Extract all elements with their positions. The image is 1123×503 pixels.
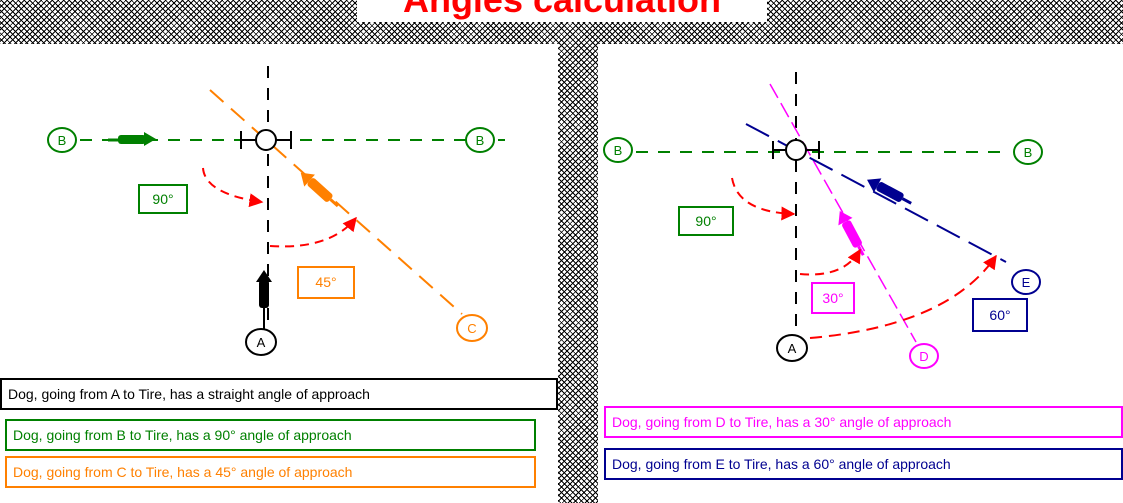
approach-line-d: [769, 83, 917, 343]
approach-line-e: [745, 123, 1007, 263]
angle-arc-b: [731, 177, 796, 221]
angle-label-90-right: 90°: [678, 206, 734, 236]
svg-text:C: C: [467, 321, 476, 336]
svg-text:D: D: [919, 349, 928, 364]
angle-arc-b: [202, 167, 264, 208]
tire-icon: [240, 129, 292, 151]
caption-d: Dog, going from D to Tire, has a 30° ang…: [604, 406, 1123, 438]
svg-text:A: A: [257, 335, 266, 350]
left-diagram: B B C A: [47, 66, 505, 356]
angle-label-90-left: 90°: [138, 184, 188, 214]
node-e: E: [1011, 269, 1041, 295]
node-a: A: [776, 334, 808, 362]
node-b-right: B: [465, 127, 495, 153]
node-b-left: B: [47, 127, 77, 153]
svg-text:B: B: [614, 143, 623, 158]
right-panel: B B E D A 90° 30° 60° Dog, going from D …: [598, 44, 1123, 503]
node-a: A: [245, 328, 277, 356]
svg-text:A: A: [788, 341, 797, 356]
node-b-left: B: [603, 137, 633, 163]
approach-line-c: [209, 89, 463, 315]
angle-label-45: 45°: [297, 266, 355, 299]
angle-label-60: 60°: [972, 298, 1028, 332]
svg-text:B: B: [476, 133, 485, 148]
caption-e: Dog, going from E to Tire, has a 60° ang…: [604, 448, 1123, 480]
dog-icon-blue: [867, 178, 912, 205]
node-d: D: [909, 343, 939, 369]
svg-text:B: B: [58, 133, 67, 148]
node-c: C: [456, 314, 488, 342]
svg-text:B: B: [1024, 145, 1033, 160]
dog-icon-green: [108, 132, 156, 146]
right-diagram: B B E D A: [603, 72, 1043, 369]
left-panel: B B C A 90° 45° Dog, going from A to Tir…: [0, 44, 558, 503]
page-title: Angles calculation: [357, 0, 767, 20]
dog-icon-magenta: [838, 211, 865, 256]
svg-text:E: E: [1022, 275, 1031, 290]
caption-b: Dog, going from B to Tire, has a 90° ang…: [5, 419, 536, 451]
angle-arc-e: [809, 254, 997, 339]
dog-icon-black: [256, 270, 272, 308]
caption-c: Dog, going from C to Tire, has a 45° ang…: [5, 456, 536, 488]
title-box: Angles calculation: [357, 0, 767, 22]
caption-a: Dog, going from A to Tire, has a straigh…: [0, 378, 558, 410]
dog-icon-orange: [300, 172, 339, 208]
tire-icon: [772, 139, 820, 161]
angle-arc-c: [269, 216, 357, 248]
angle-label-30: 30°: [811, 282, 855, 314]
node-b-right: B: [1013, 139, 1043, 165]
angle-arc-d: [799, 248, 861, 276]
